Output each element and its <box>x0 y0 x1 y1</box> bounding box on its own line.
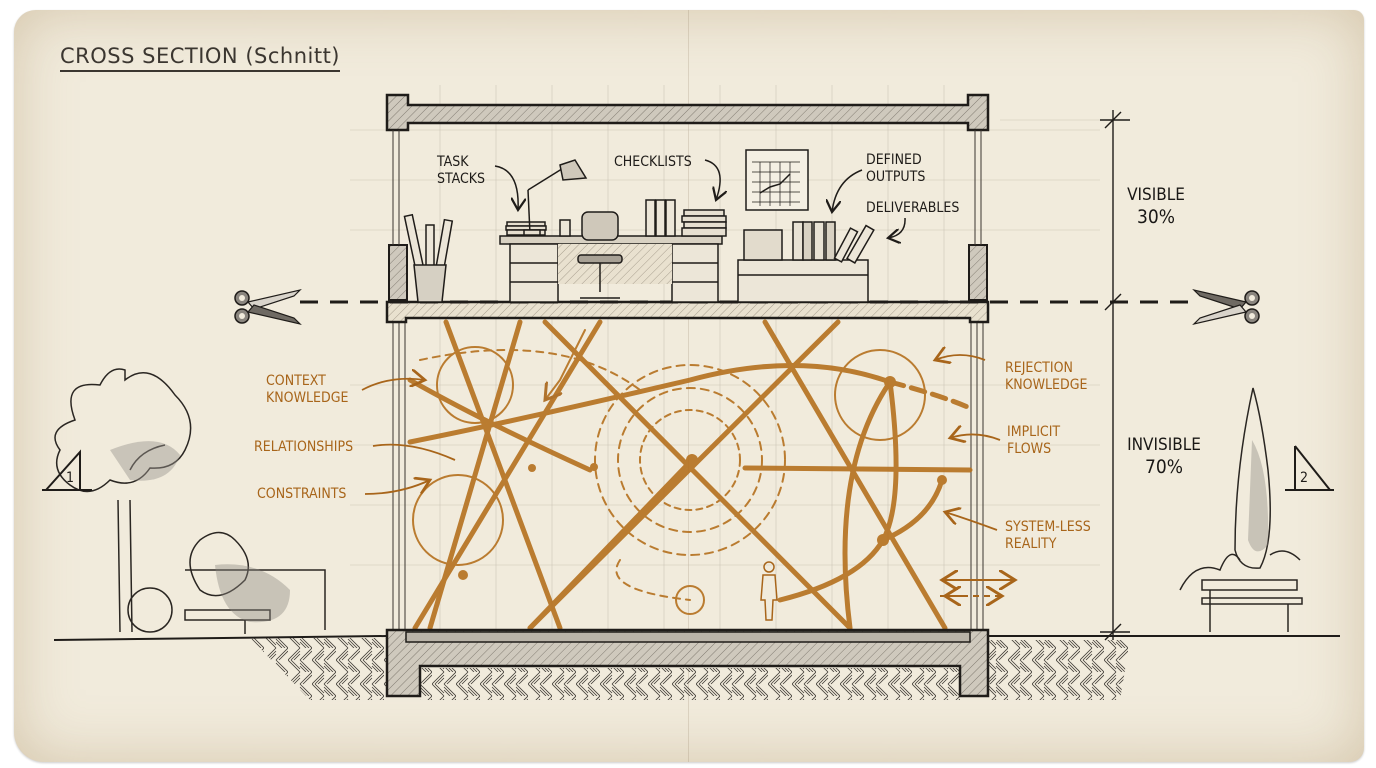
label-implicit-flows: IMPLICIT FLOWS <box>1007 424 1061 457</box>
label-defined-outputs: DEFINED OUTPUTS <box>866 152 926 185</box>
dimension-line <box>1100 110 1130 641</box>
tree-right <box>1179 387 1303 632</box>
earth-hatching-left <box>250 638 387 700</box>
bush-shadow-left <box>215 564 290 623</box>
earth-hatching-under <box>420 668 960 700</box>
tree-shadow <box>110 441 180 481</box>
label-checklists: CHECKLISTS <box>614 154 692 170</box>
scissors-icon <box>1192 288 1260 326</box>
left-column <box>388 244 408 301</box>
earth-hatching-right <box>988 640 1130 700</box>
label-deliverables: DELIVERABLES <box>866 200 960 216</box>
dimension-visible: VISIBLE 30% <box>1127 185 1185 228</box>
office-furniture <box>403 149 875 303</box>
scissors-icon <box>234 288 302 326</box>
label-rejection-knowledge: REJECTION KNOWLEDGE <box>1005 360 1088 393</box>
lower-annotation-arrows <box>361 355 1001 531</box>
section-marker-1 <box>42 449 92 491</box>
bidirectional-arrows <box>940 580 1015 596</box>
invisible-network <box>407 319 973 631</box>
right-column <box>968 244 988 301</box>
label-context-knowledge: CONTEXT KNOWLEDGE <box>266 373 349 406</box>
tree-left <box>54 368 192 633</box>
label-system-less-reality: SYSTEM-LESS REALITY <box>1005 519 1091 552</box>
section-marker-2 <box>1285 445 1334 491</box>
dimension-invisible: INVISIBLE 70% <box>1127 435 1201 478</box>
tree-shadow-right <box>1248 440 1269 552</box>
label-relationships: RELATIONSHIPS <box>254 439 354 455</box>
page-title: CROSS SECTION (Schnitt) <box>60 44 340 72</box>
middle-floor-slab <box>385 300 990 324</box>
person-figure <box>760 561 778 621</box>
section-marker-2-label: 2 <box>1300 470 1309 486</box>
label-task-stacks: TASK STACKS <box>437 154 486 187</box>
roof-slab <box>385 93 990 132</box>
bench-left <box>127 531 326 634</box>
label-constraints: CONSTRAINTS <box>257 486 347 502</box>
ground-line-left <box>53 635 388 641</box>
section-marker-1-label: 1 <box>66 470 75 486</box>
paper-fold-line <box>688 10 689 762</box>
upper-annotation-arrows <box>494 159 906 238</box>
